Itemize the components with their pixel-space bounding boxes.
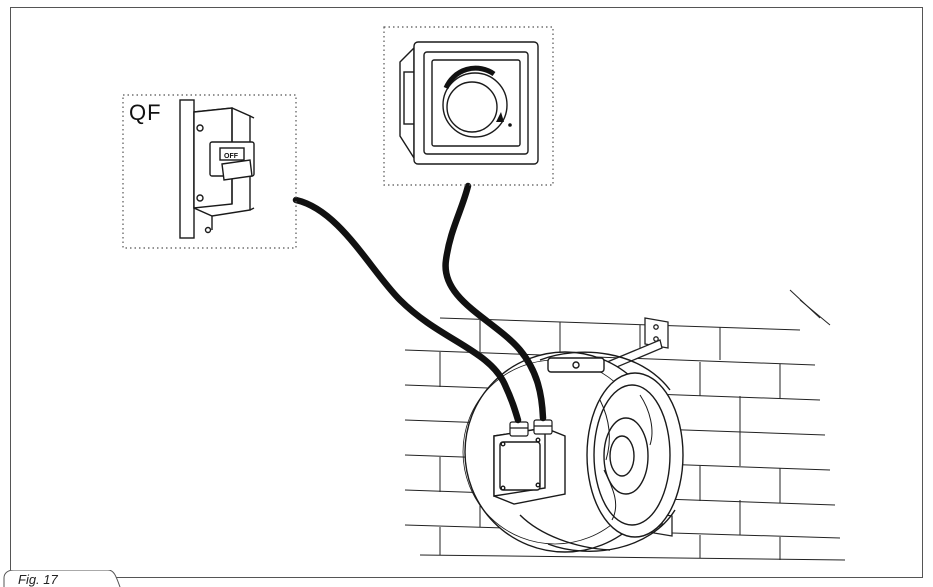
figure-caption-tab: Fig. 17 <box>0 570 124 587</box>
wall-bracket-top <box>598 317 669 373</box>
figure-frame <box>10 7 923 578</box>
junction-box <box>493 427 566 505</box>
breaker-callout-frame <box>122 94 297 249</box>
circuit-breaker <box>179 99 255 239</box>
speed-controller <box>399 41 539 165</box>
knob-arrow-icon <box>496 112 504 122</box>
controller-callout-frame <box>383 26 554 186</box>
figure-caption: Fig. 17 <box>18 572 58 587</box>
caption-tab-shape <box>3 570 121 587</box>
breaker-label: QF <box>129 100 162 125</box>
knob-dot-icon <box>508 123 512 127</box>
cable-breaker-to-fan <box>292 196 522 424</box>
breaker-switch-text: OFF <box>224 153 239 160</box>
cable-controller-to-fan <box>442 182 547 422</box>
